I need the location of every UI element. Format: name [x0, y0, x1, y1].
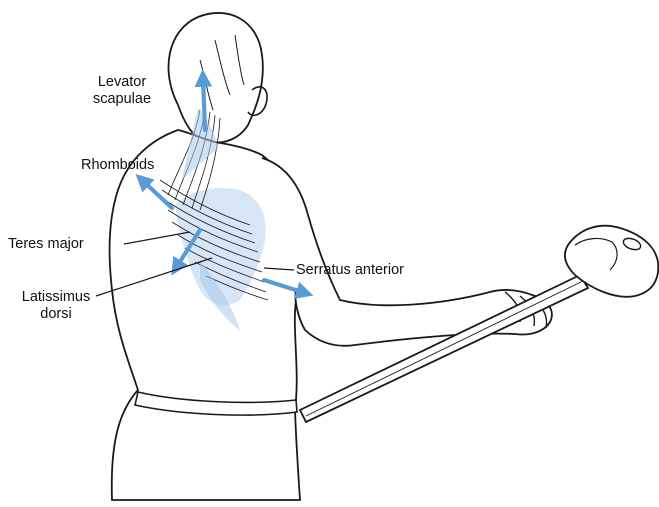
label-rhomboids: Rhomboids — [81, 157, 154, 174]
label-teres-major: Teres major — [8, 236, 84, 253]
label-latissimus-dorsi: Latissimus dorsi — [20, 289, 92, 323]
levator-arrow — [203, 78, 205, 130]
label-serratus-anterior: Serratus anterior — [296, 262, 404, 279]
label-levator-scapulae: Levator scapulae — [88, 74, 156, 108]
latissimus-line2: dorsi — [20, 306, 92, 323]
latissimus-line1: Latissimus — [20, 289, 92, 306]
levator-line1: Levator — [88, 74, 156, 91]
levator-line2: scapulae — [88, 91, 156, 108]
head-outline — [168, 13, 262, 143]
